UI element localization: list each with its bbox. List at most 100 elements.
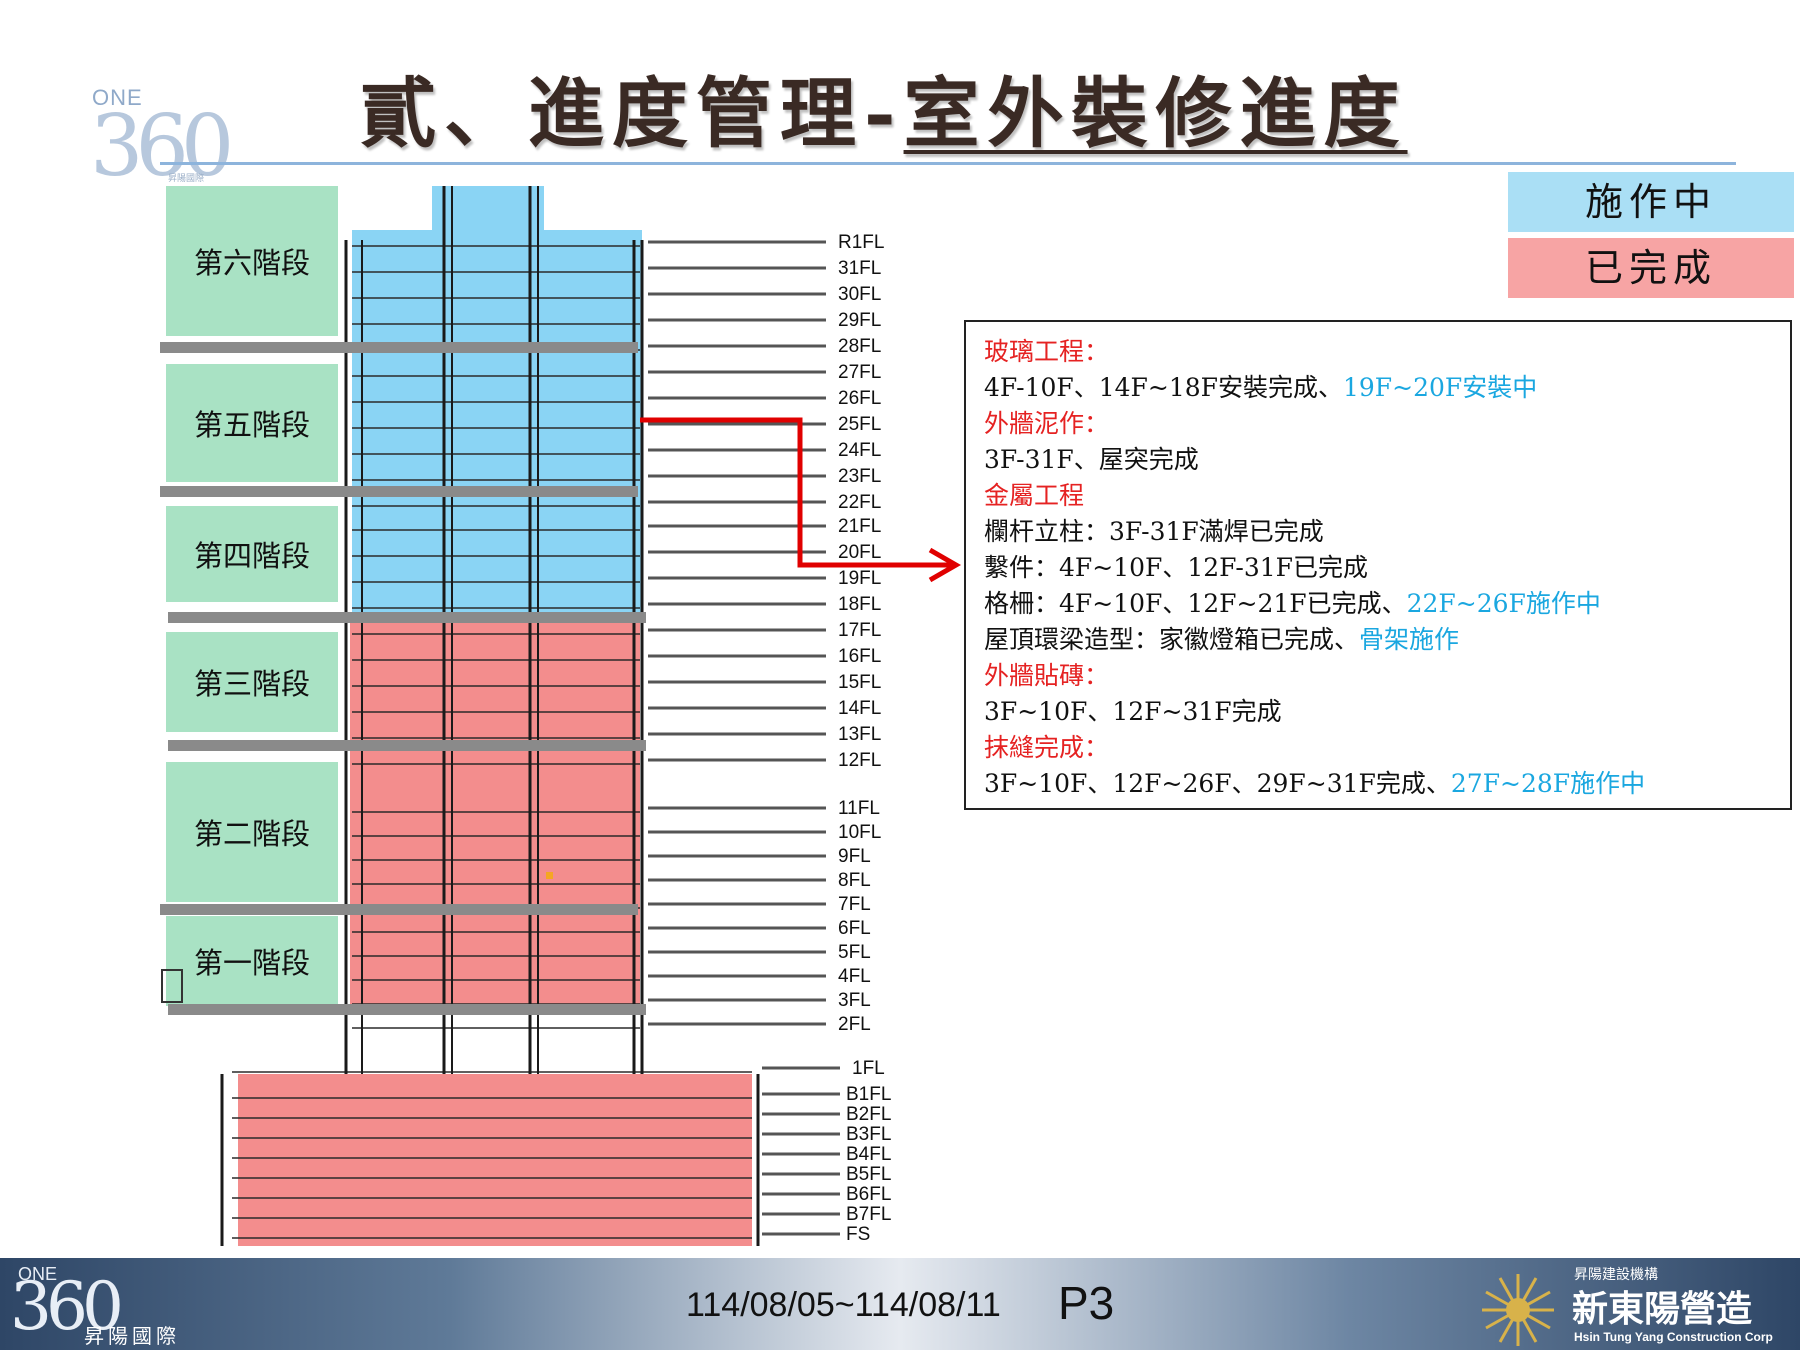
zone-completed-upper bbox=[350, 620, 640, 1012]
legend-in-progress: 施作中 bbox=[1508, 172, 1794, 232]
floor-label: 1FL bbox=[852, 1058, 885, 1079]
note-roof-status: 屋頂環梁造型：家徽燈箱已完成、骨架施作 bbox=[984, 622, 1772, 658]
stair-marker bbox=[161, 969, 183, 1003]
floor-label: R1FL bbox=[838, 232, 885, 253]
title-subject: 室外裝修進度 bbox=[903, 69, 1408, 158]
note-grille-progress: 22F~26F施作中 bbox=[1406, 589, 1601, 618]
floor-label: 2FL bbox=[838, 1014, 871, 1035]
page-number: P3 bbox=[1058, 1277, 1115, 1329]
stage-label-5: 第五階段 bbox=[166, 364, 338, 482]
stage-divider bbox=[168, 1004, 646, 1015]
floor-label: B1FL bbox=[846, 1084, 892, 1105]
pointer-arrow-line bbox=[640, 417, 954, 568]
note-glass-status: 4F-10F、14F~18F安裝完成、19F~20F安裝中 bbox=[984, 370, 1772, 406]
note-grout-progress: 27F~28F施作中 bbox=[1450, 769, 1646, 798]
stage-divider bbox=[168, 612, 646, 623]
note-roof-progress: 骨架施作 bbox=[1359, 625, 1460, 654]
logo-one360: ONE 360 昇陽國際 bbox=[90, 75, 250, 195]
header-divider bbox=[160, 162, 1736, 165]
logo-one-text: ONE bbox=[92, 85, 143, 110]
stage-divider bbox=[160, 342, 638, 353]
floor-label: 12FL bbox=[838, 750, 882, 771]
note-roof-done: 屋頂環梁造型：家徽燈箱已完成、 bbox=[984, 625, 1360, 654]
floor-label: 13FL bbox=[838, 724, 882, 745]
floor-label: 29FL bbox=[838, 310, 882, 331]
floor-label: 26FL bbox=[838, 388, 882, 409]
floor-label: 9FL bbox=[838, 846, 871, 867]
legend-completed: 已完成 bbox=[1508, 238, 1794, 298]
stage-label-3: 第三階段 bbox=[166, 632, 338, 732]
floor-label: 22FL bbox=[838, 492, 882, 513]
floor-label: 24FL bbox=[838, 440, 882, 461]
floor-label: 28FL bbox=[838, 336, 882, 357]
footer-logo-number: 360 bbox=[10, 1268, 124, 1345]
floor-label: 4FL bbox=[838, 966, 871, 987]
floor-label: 14FL bbox=[838, 698, 882, 719]
floor-label: FS bbox=[846, 1224, 871, 1245]
zone-in-progress bbox=[352, 230, 642, 612]
company-name-english: Hsin Tung Yang Construction Corp bbox=[1574, 1330, 1773, 1344]
floor-label: B2FL bbox=[846, 1104, 892, 1125]
floor-label: B5FL bbox=[846, 1164, 892, 1185]
note-tile-heading: 外牆貼磚： bbox=[984, 661, 1110, 690]
stage-divider bbox=[168, 740, 646, 751]
title-prefix: 貳、進度管理- bbox=[360, 69, 904, 158]
floor-label: 7FL bbox=[838, 894, 871, 915]
floor-label: B3FL bbox=[846, 1124, 892, 1145]
floor-label: 27FL bbox=[838, 362, 882, 383]
progress-notes: 玻璃工程： 4F-10F、14F~18F安裝完成、19F~20F安裝中 外牆泥作… bbox=[964, 320, 1792, 810]
note-metal-heading: 金屬工程 bbox=[984, 481, 1085, 510]
floor-label: 11FL bbox=[838, 798, 880, 819]
legend: 施作中 已完成 bbox=[1508, 172, 1794, 304]
stage-label-6: 第六階段 bbox=[166, 186, 338, 336]
note-plaster-status: 3F-31F、屋突完成 bbox=[984, 445, 1199, 474]
note-railing-status: 欄杆立柱：3F-31F滿焊已完成 bbox=[984, 517, 1324, 546]
floor-label: B7FL bbox=[846, 1204, 892, 1225]
note-fastener-status: 繫件：4F~10F、12F-31F已完成 bbox=[984, 553, 1368, 582]
floor-label: 5FL bbox=[838, 942, 871, 963]
stage-label-4: 第四階段 bbox=[166, 506, 338, 602]
floor-label: 6FL bbox=[838, 918, 871, 939]
note-grout-heading: 抹縫完成： bbox=[984, 733, 1110, 762]
footer-bar: 360 ONE 昇陽國際 114/08/05~114/08/11 P3 昇陽建設… bbox=[0, 1258, 1800, 1350]
floor-label: 8FL bbox=[838, 870, 871, 891]
floor-label: 17FL bbox=[838, 620, 882, 641]
floor-label: 31FL bbox=[838, 258, 882, 279]
company-name: 新東陽營造 bbox=[1572, 1288, 1753, 1330]
note-glass-done: 4F-10F、14F~18F安裝完成、 bbox=[984, 373, 1343, 402]
floor-label: 19FL bbox=[838, 568, 882, 589]
note-grille-status: 格柵：4F~10F、12F~21F已完成、22F~26F施作中 bbox=[984, 586, 1772, 622]
zone-roof-in-progress bbox=[432, 186, 544, 230]
floor-label: 21FL bbox=[838, 516, 882, 537]
note-tile-status: 3F~10F、12F~31F完成 bbox=[984, 697, 1282, 726]
floor-label: 10FL bbox=[838, 822, 882, 843]
note-grout-done: 3F~10F、12F~26F、29F~31F完成、 bbox=[984, 769, 1451, 798]
floor-label: 18FL bbox=[838, 594, 882, 615]
footer-logo-subtitle: 昇陽國際 bbox=[84, 1324, 180, 1348]
stage-label-1: 第一階段 bbox=[166, 916, 338, 1006]
floor-label: B4FL bbox=[846, 1144, 892, 1165]
note-glass-progress: 19F~20F安裝中 bbox=[1343, 373, 1538, 402]
sun-logo-icon bbox=[1482, 1274, 1554, 1346]
stage-label-2: 第二階段 bbox=[166, 762, 338, 902]
floor-label: 16FL bbox=[838, 646, 882, 667]
company-group-name: 昇陽建設機構 bbox=[1574, 1267, 1658, 1283]
note-grout-status: 3F~10F、12F~26F、29F~31F完成、27F~28F施作中 bbox=[984, 766, 1772, 802]
logo-subtitle: 昇陽國際 bbox=[168, 174, 205, 184]
pointer-arrow-head bbox=[928, 547, 962, 583]
page-title: 貳、進度管理-室外裝修進度 bbox=[360, 52, 1408, 162]
floor-label: 20FL bbox=[838, 542, 882, 563]
floor-label: 3FL bbox=[838, 990, 871, 1011]
note-grille-done: 格柵：4F~10F、12F~21F已完成、 bbox=[984, 589, 1407, 618]
note-glass-heading: 玻璃工程： bbox=[984, 337, 1110, 366]
note-plaster-heading: 外牆泥作： bbox=[984, 409, 1110, 438]
floor-label: 15FL bbox=[838, 672, 882, 693]
stage-divider bbox=[160, 904, 638, 915]
floor-label: B6FL bbox=[846, 1184, 892, 1205]
logo-number: 360 bbox=[90, 97, 234, 195]
footer-logo-one: ONE bbox=[18, 1264, 58, 1284]
building-section-diagram bbox=[160, 186, 962, 1246]
zone-completed-basement bbox=[238, 1074, 752, 1246]
floor-label: 25FL bbox=[838, 414, 882, 435]
floor-label: 30FL bbox=[838, 284, 882, 305]
